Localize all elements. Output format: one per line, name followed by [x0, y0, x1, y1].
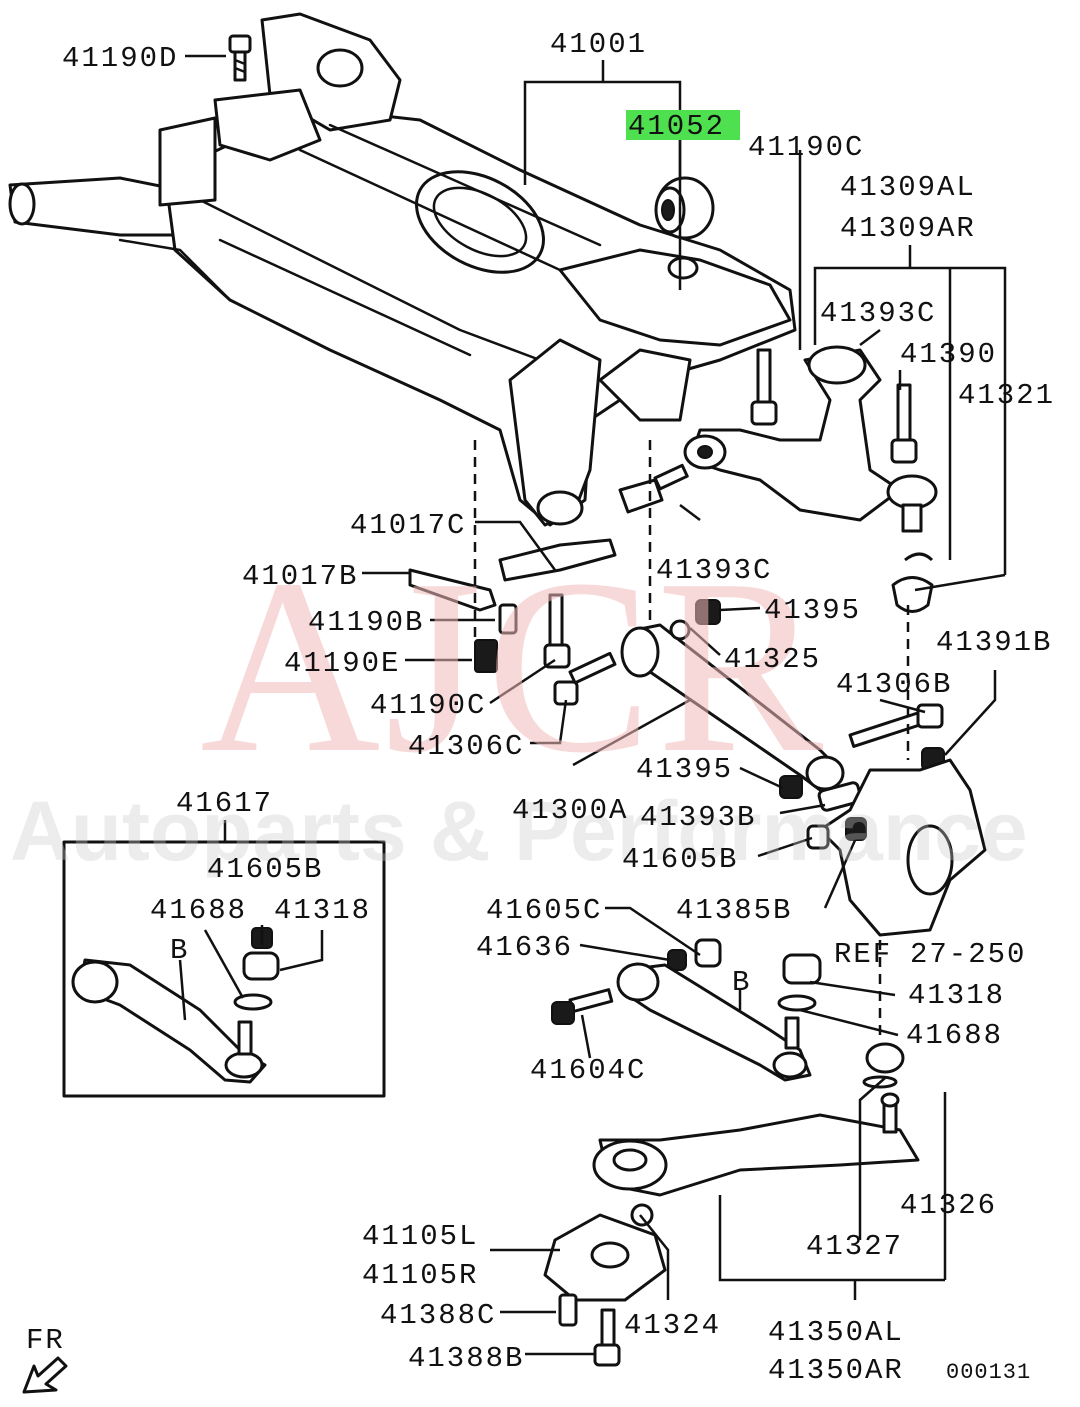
label-41688-box[interactable]: 41688 [150, 894, 247, 927]
label-41105R[interactable]: 41105R [362, 1259, 478, 1292]
bolt-41306B [848, 703, 944, 748]
lateral-arm-41300A [620, 619, 845, 792]
label-41605C[interactable]: 41605C [486, 894, 602, 927]
highlight-41052 [626, 110, 740, 140]
watermark-brand: AJCR [200, 528, 827, 805]
label-41326[interactable]: 41326 [900, 1189, 997, 1222]
bolt-41393C-mid [618, 463, 689, 514]
label-41306C[interactable]: 41306C [408, 730, 524, 763]
label-41390[interactable]: 41390 [900, 338, 997, 371]
label-41321[interactable]: 41321 [958, 379, 1055, 412]
label-41300A[interactable]: 41300A [512, 794, 628, 827]
label-41190B[interactable]: 41190B [308, 606, 424, 639]
label-41388C[interactable]: 41388C [380, 1299, 496, 1332]
bolt-41388C [558, 1293, 578, 1327]
label-41393C-mid[interactable]: 41393C [656, 554, 772, 587]
label-41306B[interactable]: 41306B [836, 668, 952, 701]
bushing-41318 [782, 953, 822, 985]
watermark-tagline: Autoparts & Performance [10, 784, 1028, 878]
toe-arm-main [616, 962, 812, 1082]
label-41604C[interactable]: 41604C [530, 1054, 646, 1087]
bolt-41190E [474, 639, 498, 673]
label-41395-low[interactable]: 41395 [636, 753, 733, 786]
label-41385B[interactable]: 41385B [676, 894, 792, 927]
label-41309AR[interactable]: 41309AR [840, 212, 976, 245]
label-41001[interactable]: 41001 [550, 28, 647, 61]
bolt-41190D [228, 34, 252, 82]
knuckle-ref-27-250 [818, 758, 987, 937]
label-41324[interactable]: 41324 [624, 1309, 721, 1342]
bushing-41052[interactable] [654, 176, 715, 240]
label-41105L[interactable]: 41105L [362, 1220, 478, 1253]
ring-41688 [777, 994, 817, 1012]
dust-boot-41321 [891, 552, 934, 613]
label-41327[interactable]: 41327 [806, 1230, 903, 1263]
label-41350AL[interactable]: 41350AL [768, 1316, 904, 1349]
bolt-41390 [890, 383, 918, 464]
label-41393C-top[interactable]: 41393C [820, 297, 936, 330]
subframe-crossmember [8, 12, 797, 527]
label-41190C-mid[interactable]: 41190C [370, 689, 486, 722]
front-arrow-icon [22, 1356, 68, 1394]
bracket-41105 [543, 1203, 667, 1302]
label-41395-top[interactable]: 41395 [764, 594, 861, 627]
bolt-41604C [551, 988, 614, 1025]
label-41605B-box[interactable]: 41605B [207, 853, 323, 886]
bolt-41190C-upper [750, 348, 778, 426]
bolt-41388B [593, 1308, 621, 1367]
washer-41395-upper [695, 599, 721, 625]
label-b-box: B [170, 934, 189, 967]
label-41309AL[interactable]: 41309AL [840, 171, 976, 204]
lower-arm-41350 [592, 1092, 920, 1197]
bolt-41306C [553, 651, 617, 706]
label-41393B[interactable]: 41393B [640, 801, 756, 834]
label-ref: REF [834, 938, 892, 971]
label-fr: FR [26, 1324, 65, 1357]
label-41636[interactable]: 41636 [476, 931, 573, 964]
label-41017B[interactable]: 41017B [242, 560, 358, 593]
label-41605B[interactable]: 41605B [622, 843, 738, 876]
label-b-main: B [732, 966, 751, 999]
label-41052[interactable]: 41052 [628, 110, 725, 143]
label-41190D[interactable]: 41190D [62, 42, 178, 75]
label-41190E[interactable]: 41190E [284, 647, 400, 680]
leader-lines [178, 54, 1007, 1356]
label-41388B[interactable]: 41388B [408, 1342, 524, 1375]
label-41190C-top[interactable]: 41190C [748, 131, 864, 164]
label-41318[interactable]: 41318 [908, 979, 1005, 1012]
label-41325[interactable]: 41325 [724, 643, 821, 676]
label-41017C[interactable]: 41017C [350, 509, 466, 542]
upper-arm-41309 [683, 345, 938, 533]
dashed-guides [473, 440, 910, 1040]
nut-41605C [694, 938, 722, 968]
label-41318-box[interactable]: 41318 [274, 894, 371, 927]
label-41688[interactable]: 41688 [906, 1019, 1003, 1052]
nut-41605B [806, 824, 830, 850]
doc-code: 000131 [946, 1360, 1031, 1385]
label-41350AR[interactable]: 41350AR [768, 1354, 904, 1387]
label-41391B[interactable]: 41391B [936, 626, 1052, 659]
inset-box-41617 [62, 840, 386, 1098]
label-41617[interactable]: 41617 [176, 787, 273, 820]
nut-41190B [498, 603, 518, 635]
label-ref-27-250[interactable]: 27-250 [910, 938, 1026, 971]
boot-41327 [862, 1042, 905, 1089]
